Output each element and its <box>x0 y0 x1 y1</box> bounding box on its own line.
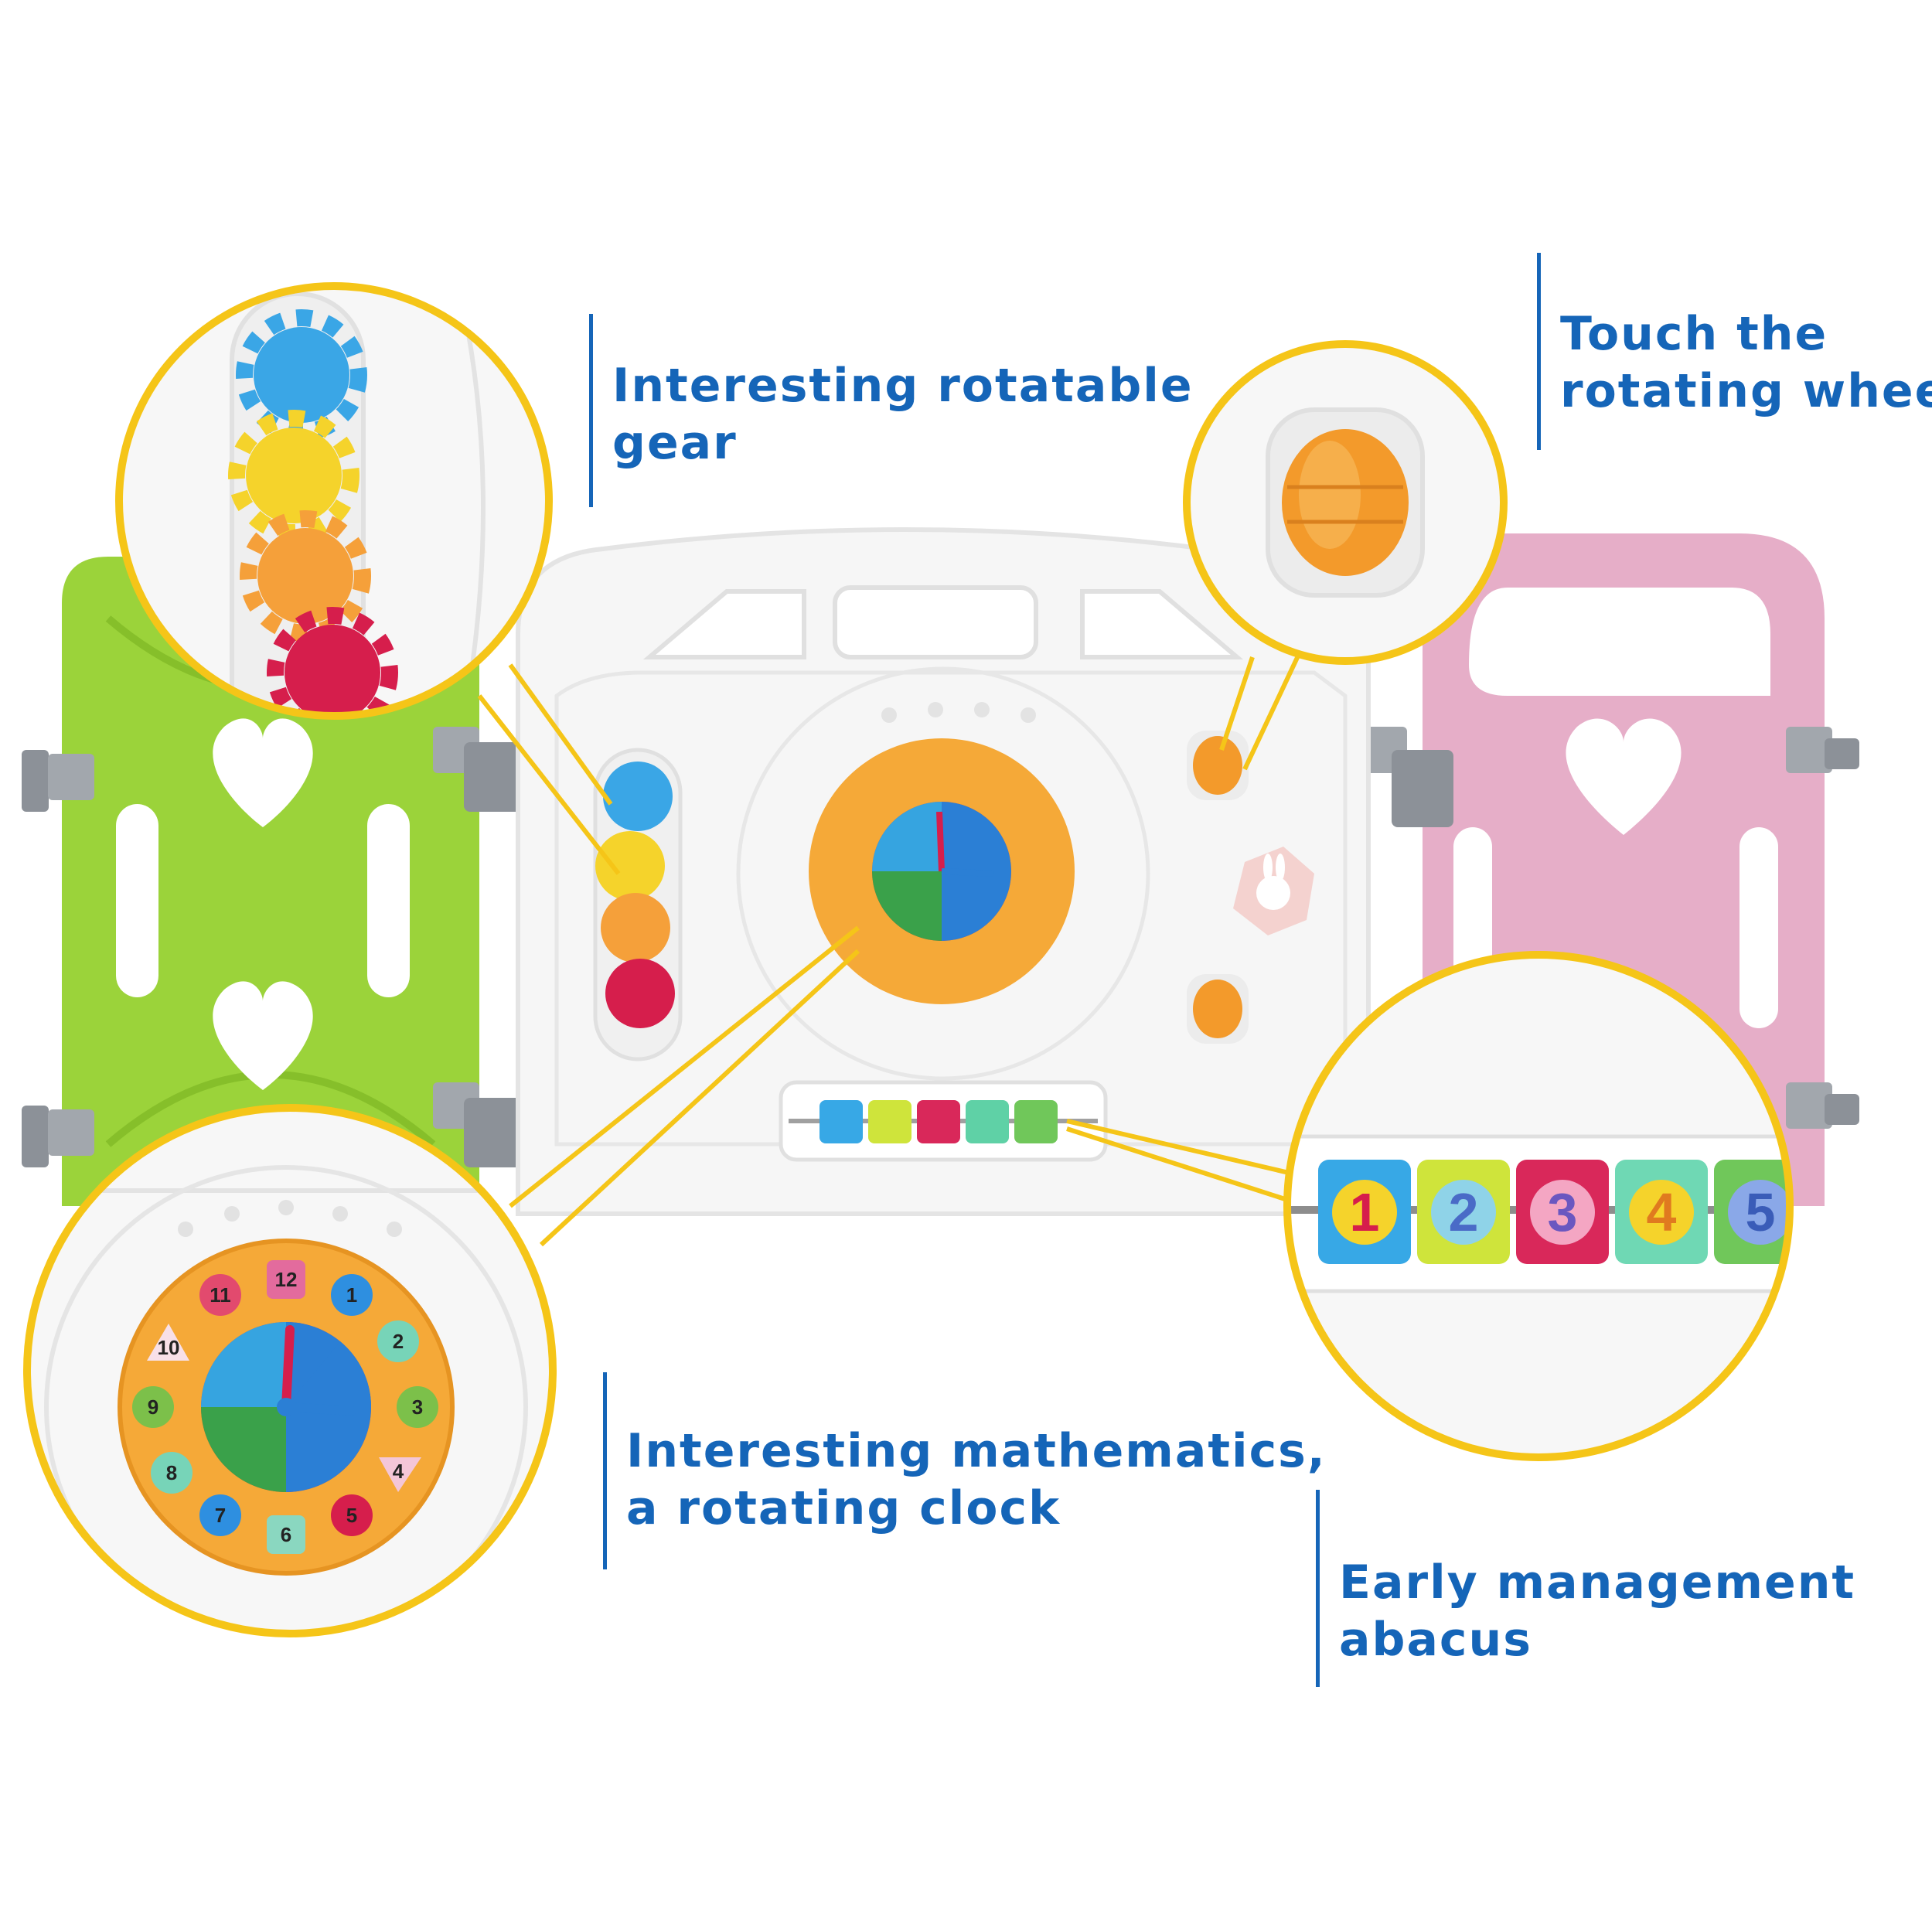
clock-tile-10: 10 <box>147 1324 189 1361</box>
wheel-small <box>1187 731 1249 1044</box>
callout-clock-line2: a rotating clock <box>626 1481 1061 1535</box>
clock-tile-7: 7 <box>199 1494 241 1536</box>
clock-tile-9: 9 <box>132 1386 174 1428</box>
zoom-circle-abacus: 1 2 3 4 5 <box>1283 951 1794 1461</box>
svg-text:2: 2 <box>393 1330 404 1353</box>
clock-tile-1: 1 <box>331 1274 373 1316</box>
svg-text:10: 10 <box>158 1336 180 1359</box>
clock-tile-12: 12 <box>267 1260 305 1299</box>
zoom-circle-clock: 12 1 2 3 4 5 6 7 8 9 10 11 <box>23 1104 557 1637</box>
svg-text:3: 3 <box>1548 1182 1578 1242</box>
abacus-bead-5: 5 <box>1714 1160 1790 1264</box>
clock-tile-2: 2 <box>377 1320 419 1362</box>
svg-text:4: 4 <box>1647 1182 1677 1242</box>
callout-gear-line1: Interesting rotatable <box>612 359 1194 413</box>
callout-abacus: Early management abacus <box>1316 1490 1856 1687</box>
abacus-small <box>819 1100 1058 1143</box>
svg-text:9: 9 <box>148 1395 158 1419</box>
zoom-circle-gear <box>115 282 553 720</box>
callout-wheel-line2: rotating wheel <box>1560 364 1932 418</box>
svg-text:12: 12 <box>275 1268 298 1291</box>
callout-wheel-line1: Touch the <box>1560 307 1828 361</box>
callout-abacus-bar <box>1316 1490 1320 1687</box>
svg-text:6: 6 <box>281 1523 291 1546</box>
hinge-right <box>1361 727 1859 1129</box>
callout-gear: Interesting rotatable gear <box>589 314 1194 507</box>
svg-text:3: 3 <box>412 1395 423 1419</box>
callout-clock-line1: Interesting mathematics, <box>626 1424 1327 1478</box>
callout-clock-bar <box>603 1372 607 1569</box>
svg-text:5: 5 <box>346 1504 357 1527</box>
svg-text:5: 5 <box>1746 1182 1776 1242</box>
clock-tile-8: 8 <box>151 1452 193 1494</box>
clock-tile-6: 6 <box>267 1515 305 1554</box>
svg-text:4: 4 <box>393 1460 404 1483</box>
clock-tile-5: 5 <box>331 1494 373 1536</box>
svg-text:8: 8 <box>166 1461 177 1484</box>
clock-small <box>809 738 1075 1004</box>
callout-gear-line2: gear <box>612 416 738 470</box>
svg-text:1: 1 <box>1350 1182 1380 1242</box>
abacus-bead-4: 4 <box>1615 1160 1708 1264</box>
abacus-bead-1: 1 <box>1318 1160 1411 1264</box>
clock-tile-3: 3 <box>397 1386 438 1428</box>
svg-text:11: 11 <box>210 1283 231 1307</box>
gear-stack-small <box>595 762 675 1028</box>
clock-tile-11: 11 <box>199 1274 241 1316</box>
svg-text:7: 7 <box>215 1504 226 1527</box>
callout-abacus-line2: abacus <box>1339 1613 1532 1667</box>
callout-wheel-bar <box>1537 253 1541 450</box>
abacus-bead-2: 2 <box>1417 1160 1510 1264</box>
callout-wheel: Touch the rotating wheel <box>1537 253 1932 450</box>
callout-clock: Interesting mathematics, a rotating cloc… <box>603 1372 1327 1569</box>
callout-abacus-line1: Early management <box>1339 1555 1856 1610</box>
abacus-bead-3: 3 <box>1516 1160 1609 1264</box>
hinge-left <box>22 727 526 1167</box>
svg-text:1: 1 <box>346 1283 357 1307</box>
zoom-circle-wheel <box>1183 340 1508 665</box>
pointer-lines <box>477 636 1309 1247</box>
callout-gear-bar <box>589 314 593 507</box>
svg-text:2: 2 <box>1449 1182 1479 1242</box>
clock-tile-4: 4 <box>379 1457 421 1492</box>
green-panel <box>62 557 479 1206</box>
